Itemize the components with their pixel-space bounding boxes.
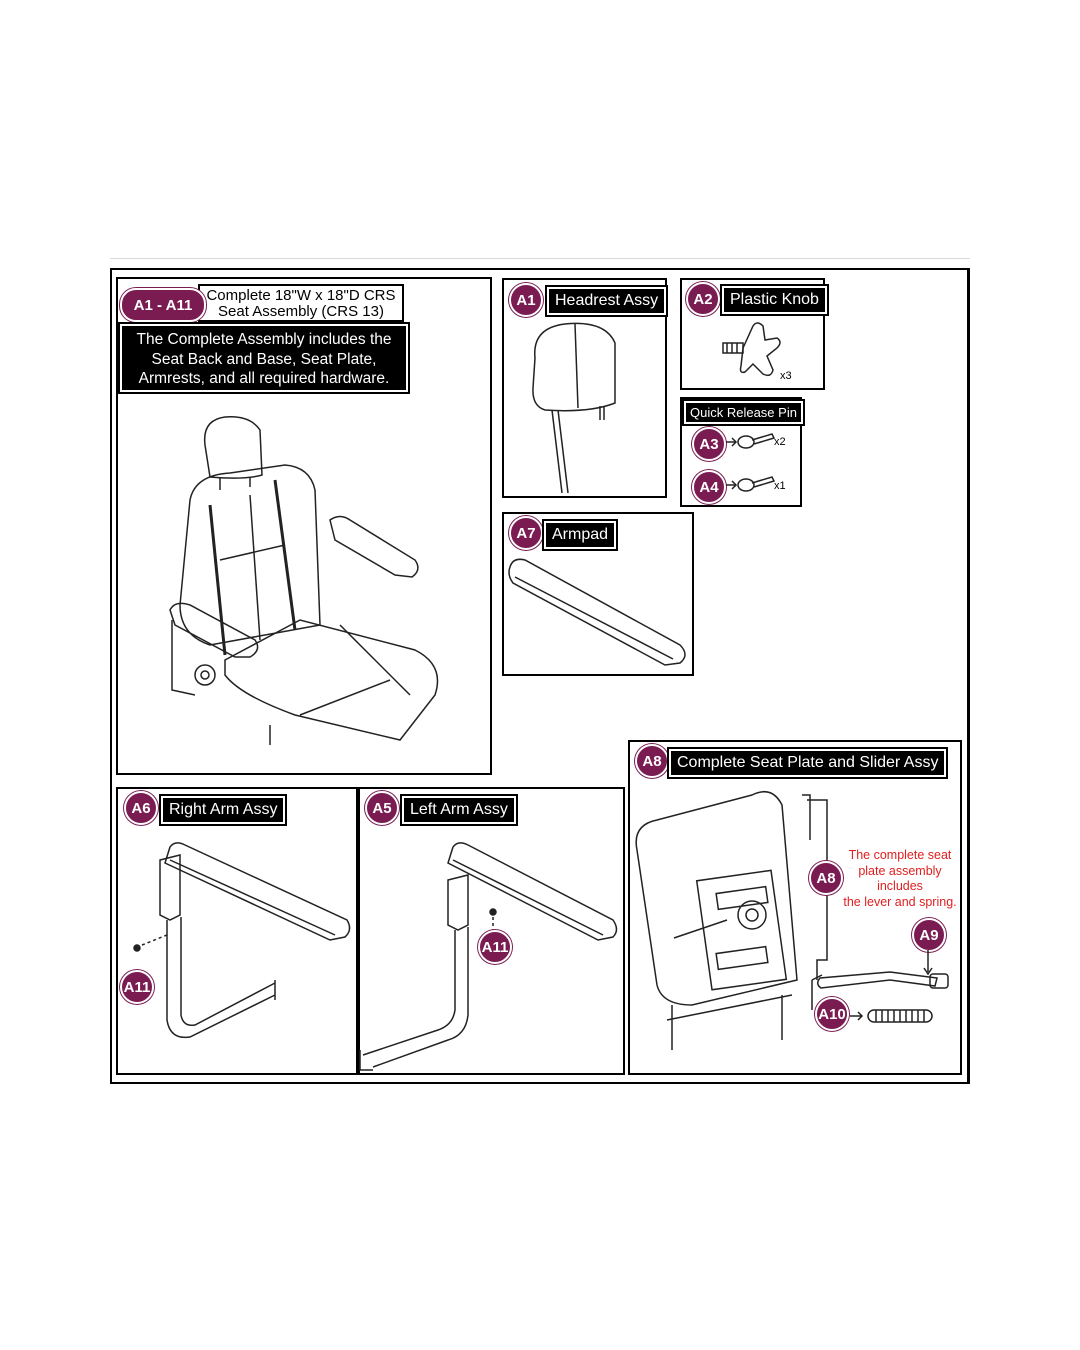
label-right-arm-assy: Right Arm Assy [158,794,288,826]
main-title-line2: Seat Assembly (CRS 13) [218,303,384,320]
knob-quantity: x3 [780,370,792,382]
badge-a8: A8 [635,744,669,778]
armpad-drawing [508,558,686,666]
left-arm-drawing [359,842,618,1071]
right-arm-drawing [133,842,351,1039]
label-quick-release-pin: Quick Release Pin [682,399,805,426]
pin-a4-quantity: x1 [774,480,786,492]
top-rule [110,258,970,259]
badge-a1: A1 [509,283,543,317]
callout-a8: A8 [809,861,843,895]
label-left-arm-assy: Left Arm Assy [400,794,518,826]
callout-a11-right: A11 [120,970,154,1004]
panel-right-arm [116,787,358,1075]
note-line3: includes [877,879,923,893]
label-plastic-knob: Plastic Knob [720,284,829,316]
seat-plate-note: The complete seat plate assembly include… [838,848,962,910]
badge-a7: A7 [509,516,543,550]
knob-drawing [722,322,781,377]
label-armpad: Armpad [541,519,619,551]
desc-line2: Seat Back and Base, Seat Plate, [151,350,377,368]
callout-a9: A9 [912,918,946,952]
diagram-frame [110,268,970,1084]
note-line4: the lever and spring. [843,894,957,909]
desc-line1: The Complete Assembly includes the [136,331,392,348]
badge-a6: A6 [124,791,158,825]
pin-drawing-a4 [726,476,776,492]
callout-a11-left: A11 [478,930,512,964]
badge-a5: A5 [365,791,399,825]
seat-assembly-drawing [169,416,439,745]
main-title-box: Complete 18"W x 18"D CRS Seat Assembly (… [198,284,404,322]
headrest-drawing [532,322,616,494]
pin-drawing-a3 [726,433,776,449]
badge-a3: A3 [692,427,726,461]
main-description: The Complete Assembly includes the Seat … [118,322,410,394]
note-line1: The complete seat [848,848,952,862]
seat-plate-drawing [635,790,828,1050]
spring-drawing [850,1009,933,1023]
badge-a2: A2 [686,282,720,316]
badge-a1-a11: A1 - A11 [120,288,206,322]
label-seat-plate-slider-assy: Complete Seat Plate and Slider Assy [666,747,949,779]
callout-a10: A10 [815,997,849,1031]
main-title-line1: Complete 18"W x 18"D CRS [206,287,396,304]
lever-drawing [817,950,949,989]
label-headrest-assy: Headrest Assy [544,285,669,317]
desc-line3: Armrests, and all required hardware. [138,370,390,387]
pin-a3-quantity: x2 [774,436,786,448]
note-line2: plate assembly [858,863,942,878]
badge-a4: A4 [692,470,726,504]
